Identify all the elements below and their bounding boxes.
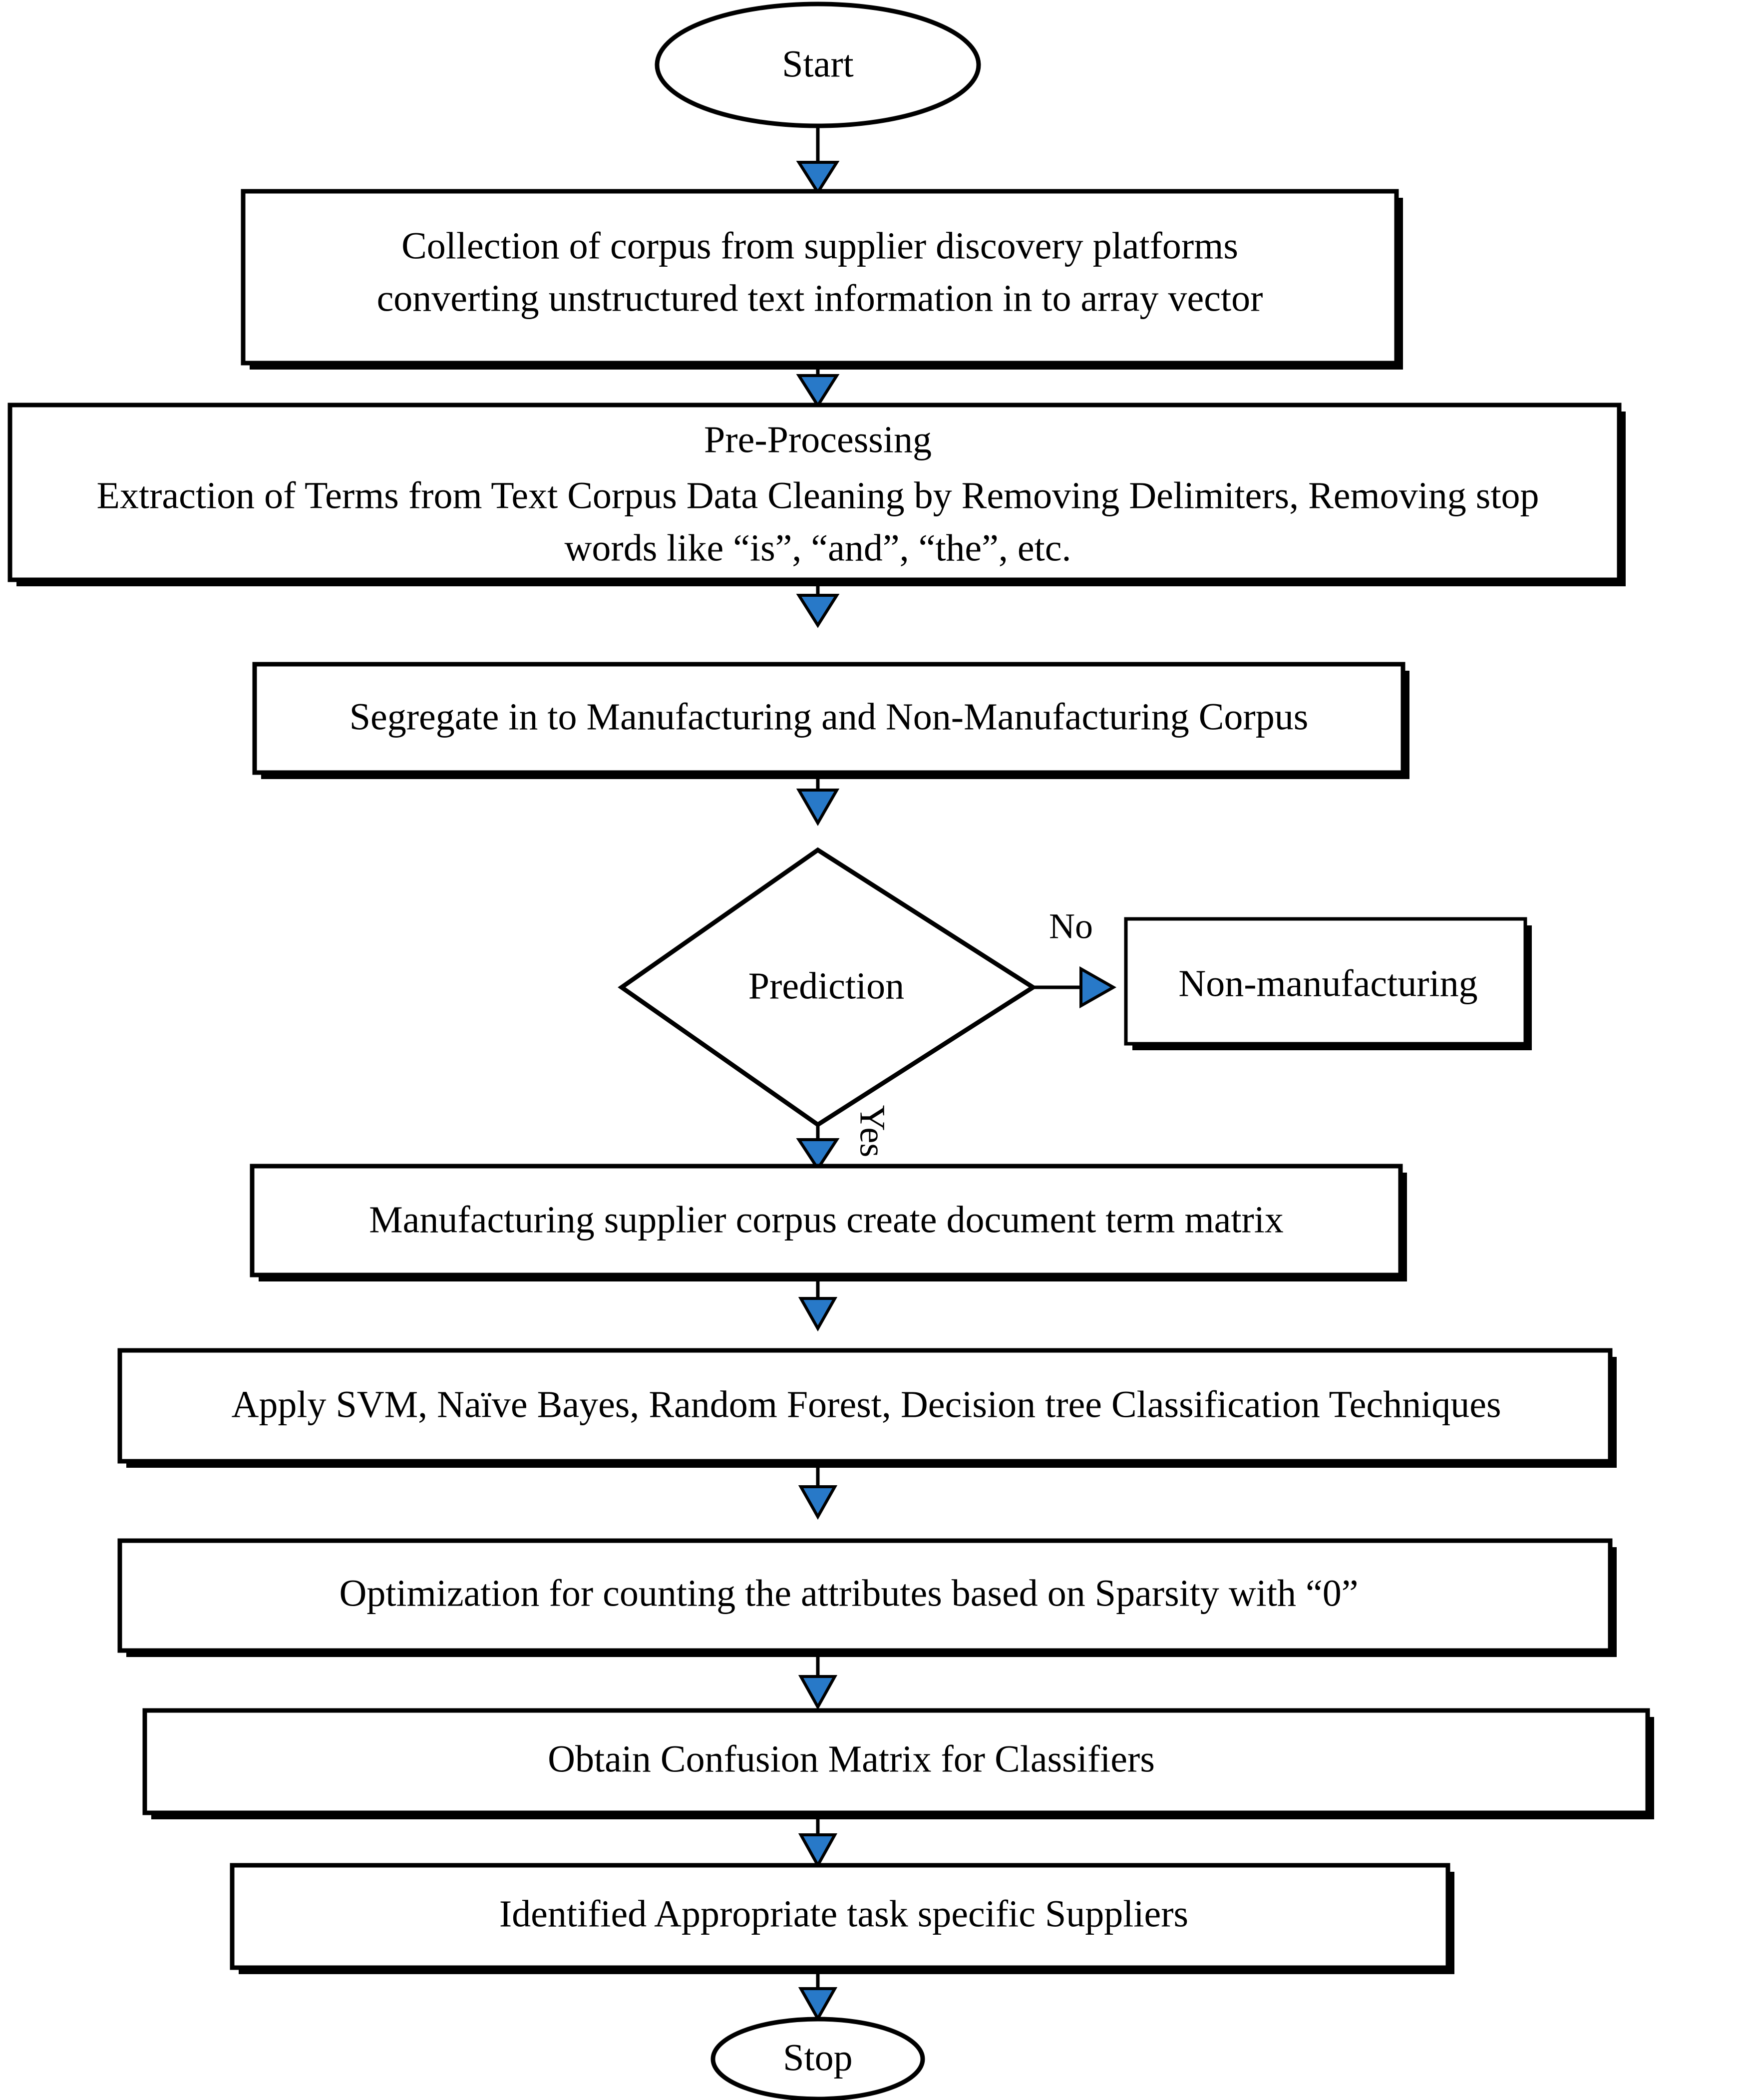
edge-label-yes: Yes bbox=[852, 1105, 892, 1158]
connector-start-to-collection bbox=[796, 126, 840, 195]
connector-confusion-matrix-to-identified-suppliers bbox=[798, 1813, 838, 1869]
connector-prediction-to-doc-term-matrix: Yes bbox=[796, 1105, 892, 1172]
node-non-manufacturing[interactable]: Non-manufacturing bbox=[1124, 917, 1532, 1050]
arrow-down-icon bbox=[798, 1485, 838, 1520]
collection-label-line1: Collection of corpus from supplier disco… bbox=[401, 225, 1238, 267]
confusion-matrix-box-shape bbox=[142, 1708, 1650, 1815]
segregate-label: Segregate in to Manufacturing and Non-Ma… bbox=[349, 696, 1309, 738]
arrow-right-icon bbox=[1079, 966, 1117, 1009]
collection-label-line2: converting unstructured text information… bbox=[377, 277, 1263, 319]
stop-ellipse-shape bbox=[710, 2017, 925, 2100]
node-confusion-matrix[interactable]: Obtain Confusion Matrix for Classifiers bbox=[142, 1708, 1654, 1819]
connector-identified-suppliers-to-stop bbox=[798, 1968, 838, 2022]
arrow-down-icon bbox=[796, 789, 840, 827]
doc-term-matrix-box-shape bbox=[250, 1164, 1403, 1277]
identified-suppliers-box-shape bbox=[230, 1863, 1450, 1970]
optimization-label: Optimization for counting the attributes… bbox=[339, 1572, 1358, 1614]
preprocessing-box-shape bbox=[7, 403, 1622, 582]
start-label: Start bbox=[782, 43, 854, 85]
connector-optimization-to-confusion-matrix bbox=[798, 1651, 838, 1710]
node-collection[interactable]: Collection of corpus from supplier disco… bbox=[241, 189, 1403, 370]
node-doc-term-matrix[interactable]: Manufacturing supplier corpus create doc… bbox=[250, 1164, 1407, 1281]
optimization-box-shape bbox=[117, 1538, 1613, 1653]
arrow-down-icon bbox=[796, 594, 840, 628]
preprocessing-label-line2: Extraction of Terms from Text Corpus Dat… bbox=[97, 474, 1539, 516]
connector-prediction-to-non-manufacturing: No bbox=[1033, 906, 1117, 1009]
arrow-down-icon bbox=[796, 161, 840, 195]
non-manufacturing-box-shape bbox=[1124, 917, 1527, 1046]
classifiers-box-shape bbox=[117, 1348, 1613, 1464]
arrow-down-icon bbox=[798, 1987, 838, 2022]
node-stop[interactable]: Stop bbox=[710, 2017, 925, 2100]
confusion-matrix-label: Obtain Confusion Matrix for Classifiers bbox=[548, 1738, 1155, 1780]
node-start[interactable]: Start bbox=[655, 1, 981, 128]
connector-collection-to-preprocessing bbox=[796, 363, 840, 409]
segregate-box-shape bbox=[252, 662, 1405, 775]
node-identified-suppliers[interactable]: Identified Appropriate task specific Sup… bbox=[230, 1863, 1454, 1974]
doc-term-matrix-label: Manufacturing supplier corpus create doc… bbox=[369, 1199, 1284, 1241]
collection-box-shape bbox=[241, 189, 1399, 366]
identified-suppliers-label: Identified Appropriate task specific Sup… bbox=[499, 1893, 1188, 1935]
arrow-down-icon bbox=[796, 1138, 840, 1172]
node-prediction[interactable]: Prediction bbox=[618, 847, 1038, 1128]
arrow-down-icon bbox=[798, 1833, 838, 1869]
node-classifiers[interactable]: Apply SVM, Naïve Bayes, Random Forest, D… bbox=[117, 1348, 1617, 1468]
classifiers-label: Apply SVM, Naïve Bayes, Random Forest, D… bbox=[231, 1383, 1501, 1425]
preprocessing-label-line3: words like “is”, “and”, “the”, etc. bbox=[565, 527, 1071, 569]
arrow-down-icon bbox=[796, 374, 840, 409]
connector-doc-term-matrix-to-classifiers bbox=[798, 1275, 838, 1332]
non-manufacturing-label: Non-manufacturing bbox=[1178, 962, 1477, 1004]
prediction-label: Prediction bbox=[748, 965, 904, 1007]
stop-label: Stop bbox=[783, 2037, 852, 2079]
node-preprocessing[interactable]: Pre-Processing Extraction of Terms from … bbox=[7, 403, 1626, 586]
arrow-down-icon bbox=[798, 1675, 838, 1710]
preprocessing-label-line1: Pre-Processing bbox=[704, 419, 932, 460]
node-segregate[interactable]: Segregate in to Manufacturing and Non-Ma… bbox=[252, 662, 1409, 779]
connector-classifiers-to-optimization bbox=[798, 1461, 838, 1520]
connector-preprocessing-to-segregate bbox=[796, 580, 840, 628]
node-optimization[interactable]: Optimization for counting the attributes… bbox=[117, 1538, 1617, 1657]
connector-segregate-to-prediction bbox=[796, 773, 840, 827]
arrow-down-icon bbox=[798, 1297, 838, 1332]
edge-label-no: No bbox=[1049, 906, 1093, 946]
